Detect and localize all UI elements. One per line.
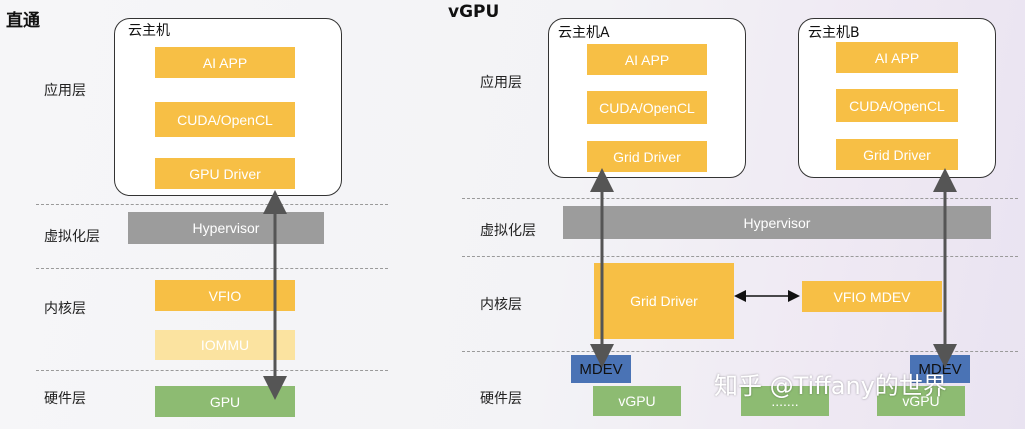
app-box-gpu-driver: GPU Driver (155, 158, 295, 189)
layer-label-virtualization: 虚拟化层 (480, 223, 536, 239)
host-grid-driver-box: Grid Driver (594, 263, 734, 339)
vm-a-cuda-opencl-box: CUDA/OpenCL (587, 91, 707, 124)
watermark-text: 知乎 @Tiffany的世界 (714, 372, 947, 400)
layer-separator (462, 198, 1018, 199)
app-box-ai-app: AI APP (155, 47, 295, 78)
layer-label-hardware: 硬件层 (480, 391, 522, 407)
vgpu-hypervisor-box: Hypervisor (563, 206, 991, 239)
vfio-mdev-box: VFIO MDEV (802, 281, 942, 312)
vm-b-label: 云主机B (808, 25, 860, 41)
layer-separator (36, 268, 388, 269)
layer-label-virtualization: 虚拟化层 (44, 229, 100, 245)
hypervisor-box: Hypervisor (128, 212, 324, 244)
vgpu-box-ellipsis: ....... (741, 386, 829, 416)
vm-a-grid-driver-box: Grid Driver (587, 141, 707, 172)
vm-label: 云主机 (128, 23, 170, 39)
layer-separator (462, 256, 1018, 257)
vm-b-ai-app-box: AI APP (836, 42, 958, 73)
vm-b-cuda-opencl-box: CUDA/OpenCL (836, 89, 958, 122)
layer-label-kernel: 内核层 (480, 297, 522, 313)
vgpu-box-2: vGPU (877, 386, 965, 416)
vgpu-title: vGPU (448, 2, 500, 22)
app-box-cuda-opencl: CUDA/OpenCL (155, 102, 295, 137)
vm-b-grid-driver-box: Grid Driver (836, 139, 958, 170)
vgpu-box-1: vGPU (593, 386, 681, 416)
layer-separator (36, 204, 388, 205)
layer-separator (36, 370, 388, 371)
layer-label-kernel: 内核层 (44, 301, 86, 317)
vm-a-ai-app-box: AI APP (587, 44, 707, 75)
layer-label-hardware: 硬件层 (44, 391, 86, 407)
layer-label-application: 应用层 (480, 75, 522, 91)
passthrough-title: 直通 (6, 11, 40, 31)
layer-separator (462, 351, 1018, 352)
layer-label-application: 应用层 (44, 83, 86, 99)
vm-a-label: 云主机A (558, 25, 610, 41)
